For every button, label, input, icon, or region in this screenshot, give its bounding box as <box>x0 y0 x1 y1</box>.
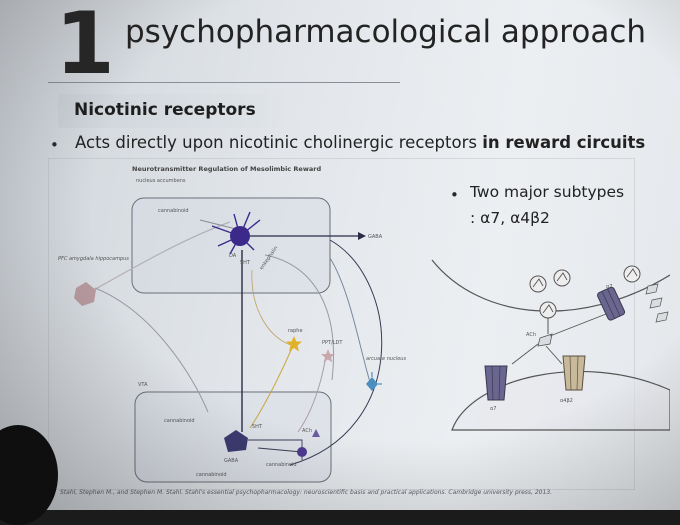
label-cannabinoid-bottom: cannabinoid <box>196 472 227 478</box>
presentation-slide: 1 psychopharmacological approach Nicotin… <box>0 0 680 510</box>
presynaptic-membrane <box>431 259 670 312</box>
ligand-icon <box>655 311 669 323</box>
figure-title: Neurotransmitter Regulation of Mesolimbi… <box>132 165 322 173</box>
label-gaba: GABA <box>368 234 383 240</box>
ligand-icon <box>649 297 663 309</box>
ach-arrow <box>549 313 607 337</box>
label-cannabinoid-right: cannabinoid <box>266 462 297 468</box>
ligand-icon <box>645 283 659 295</box>
bullet-marker: • <box>50 136 59 154</box>
receptor-subtypes-diagram: α7 ACh α7 α4β2 <box>431 259 670 431</box>
nacc-neuron <box>211 211 261 255</box>
postsynaptic-membrane <box>451 370 670 431</box>
subheading-highlight <box>58 94 288 128</box>
section-number: 1 <box>55 0 115 94</box>
label-nucleus-accumbens: nucleus accumbens <box>136 178 186 184</box>
label-arcuate: arcuate nucleus <box>366 356 406 362</box>
bullet-subtypes-line2: : α7, α4β2 <box>470 209 550 227</box>
reward-circuit-diagram: nucleus accumbens cannabinoid GABA DA 5H… <box>58 178 406 483</box>
bullet-main-text: Acts directly upon nicotinic cholinergic… <box>75 133 483 152</box>
label-raphe: raphe <box>288 328 303 334</box>
pfc-neuron <box>74 282 96 306</box>
label-cannabinoid-top: cannabinoid <box>158 208 189 214</box>
pathway-enkephalin <box>264 254 334 381</box>
pathway-pfc-to-vta <box>94 287 209 413</box>
label-5ht: 5HT <box>240 260 251 266</box>
label-ach: ACh <box>302 428 312 434</box>
subheading: Nicotinic receptors <box>74 100 256 120</box>
label-alpha7-bottom: α7 <box>490 406 496 412</box>
vta-da-neuron <box>224 430 248 452</box>
label-ach-right: ACh <box>526 332 536 338</box>
label-vta: VTA <box>138 382 148 388</box>
pathway-raphe-to-nacc <box>251 269 295 347</box>
label-pfc: PFC amygdala hippocampus <box>58 256 129 262</box>
title-divider <box>48 82 400 83</box>
pathway-ppt <box>297 355 327 433</box>
pathway-gaba-loop <box>289 239 383 466</box>
label-5ht-bottom: 5HT <box>252 424 263 430</box>
gaba-arrow <box>358 232 366 240</box>
pathway-raphe <box>249 347 293 429</box>
ach-molecule <box>537 333 553 347</box>
alpha4beta2-receptor <box>562 355 586 391</box>
label-da: DA <box>229 253 237 259</box>
alpha7-presynaptic-receptor <box>597 286 626 321</box>
vesicle-icon <box>539 301 557 319</box>
vta-neuron-right <box>312 429 320 437</box>
citation: Stahl, Stephen M., and Stephen M. Stahl.… <box>60 489 553 496</box>
bullet-main-emphasis: in reward circuits <box>482 133 646 152</box>
bullet-marker: • <box>450 186 459 204</box>
bullet-main: Acts directly upon nicotinic cholinergic… <box>75 133 645 152</box>
vta-neuron-small <box>297 447 307 457</box>
pptldt-neuron <box>321 349 335 363</box>
label-gaba-bottom: GABA <box>224 458 239 464</box>
nucleus-accumbens-box <box>131 197 331 294</box>
vesicle-icon <box>529 275 547 293</box>
vesicle-icon <box>553 269 571 287</box>
ach-arrow <box>511 343 539 365</box>
raphe-neuron <box>286 336 302 352</box>
pathway-cannabinoid <box>199 219 241 231</box>
label-alpha7-top: α7 <box>606 284 612 290</box>
pathway-pfc-to-nacc <box>89 221 231 293</box>
slide-title: psychopharmacological approach <box>125 14 647 50</box>
vesicle-icon <box>623 265 641 283</box>
figure-area <box>48 158 635 490</box>
pathway-arcuate <box>329 257 371 383</box>
label-pptldt: PPT/LDT <box>322 340 343 346</box>
ach-arrow <box>545 345 563 365</box>
bullet-subtypes-line1: Two major subtypes <box>470 183 625 201</box>
alpha7-postsynaptic-receptor <box>484 365 508 401</box>
label-cannabinoid-mid: cannabinoid <box>164 418 195 424</box>
arcuate-neuron <box>366 372 382 391</box>
label-alpha4beta2: α4β2 <box>560 398 573 404</box>
